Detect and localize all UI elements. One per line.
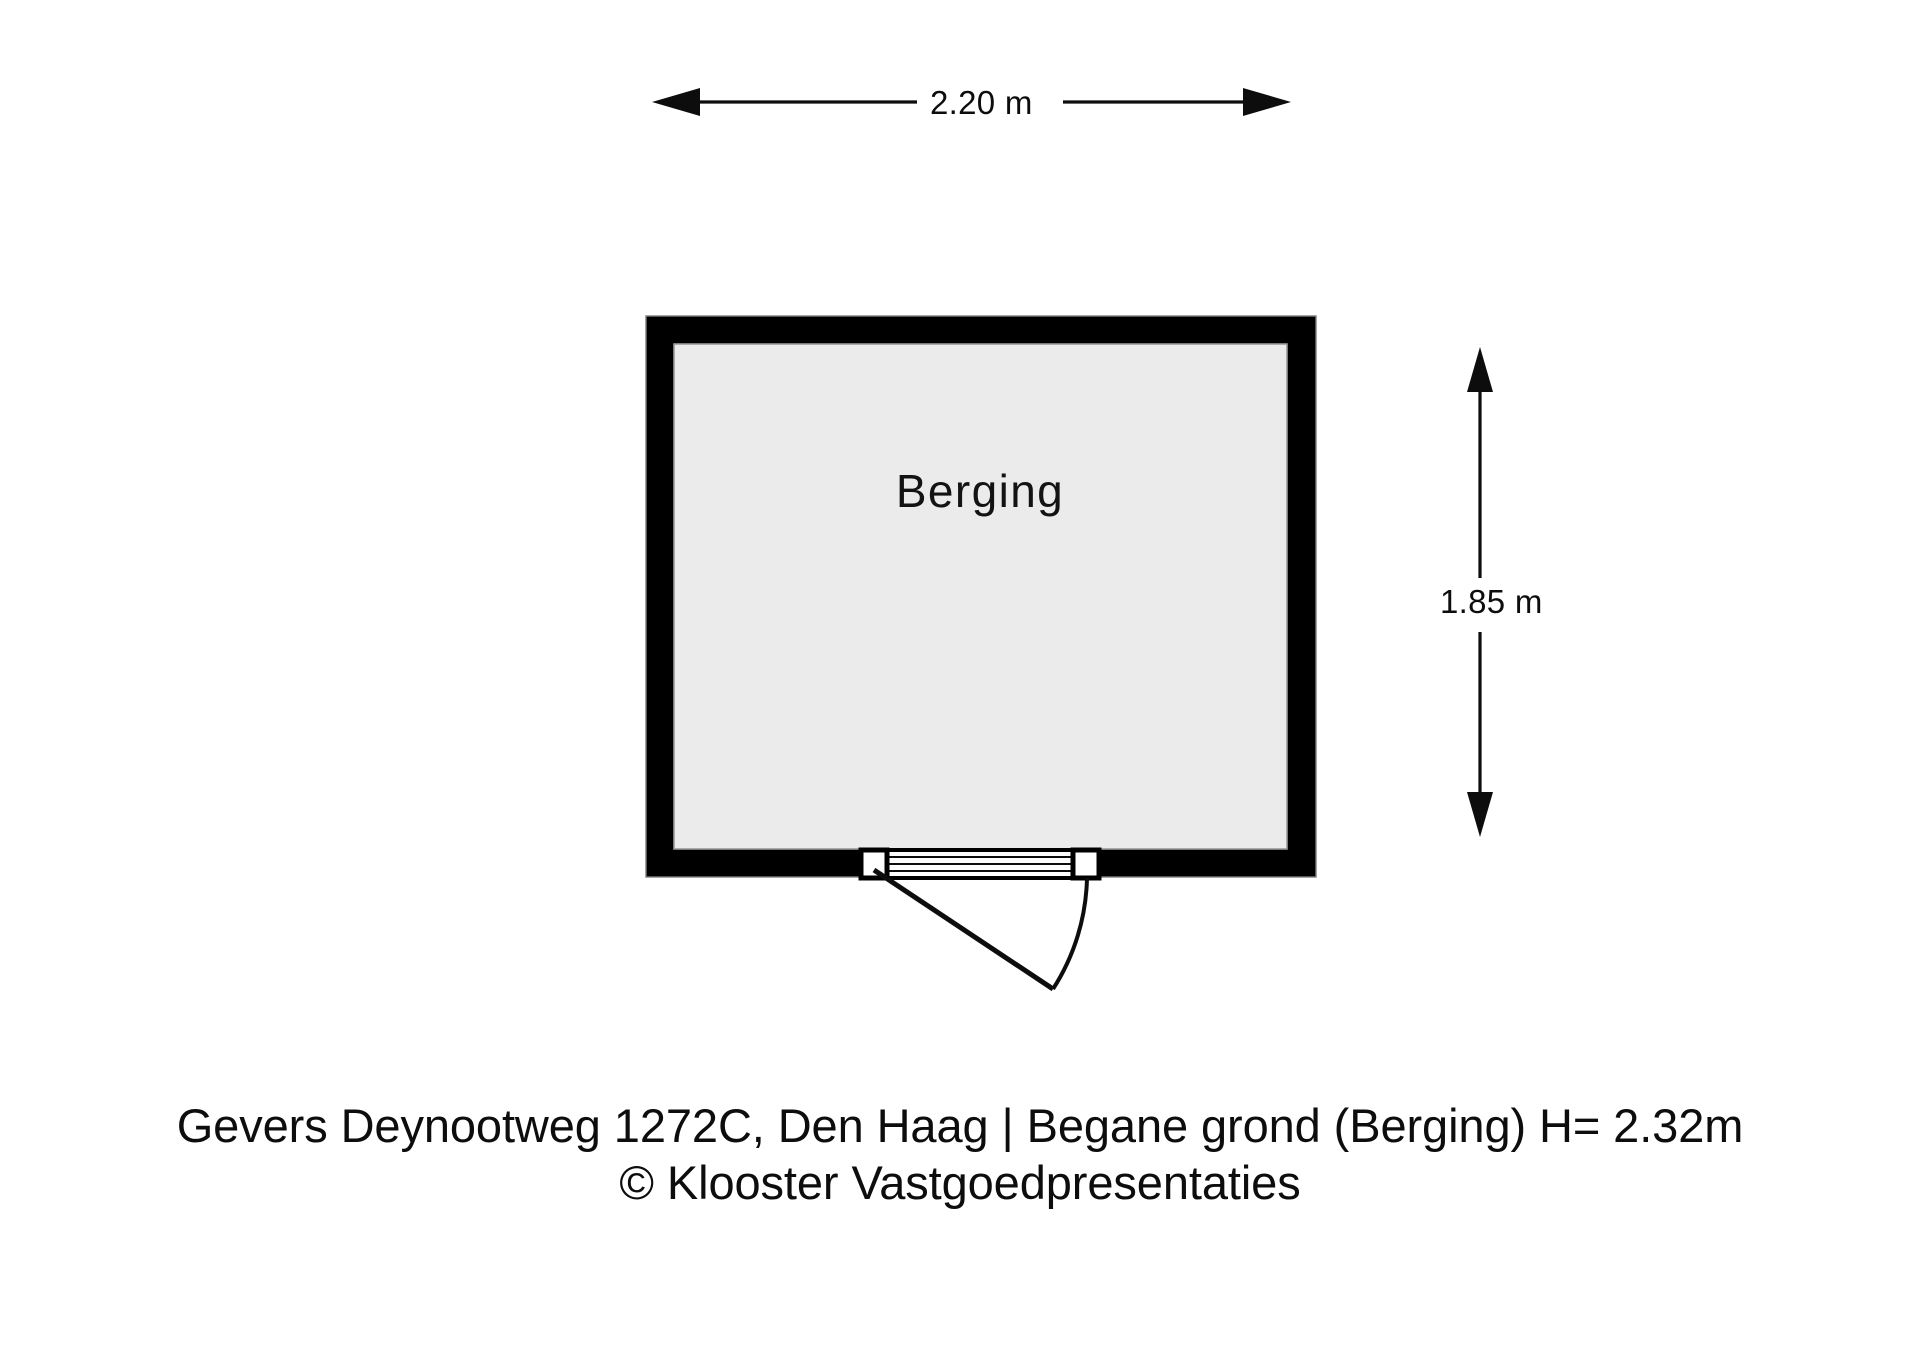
width-dimension-group: 2.20 m: [652, 84, 1291, 121]
caption-copyright-line: © Klooster Vastgoedpresentaties: [619, 1156, 1301, 1209]
room-label-berging: Berging: [896, 465, 1064, 517]
door-leaf: [872, 867, 1055, 992]
caption-title-line: Gevers Deynootweg 1272C, Den Haag | Bega…: [176, 1099, 1744, 1152]
door-swing-arc: [1051, 877, 1089, 991]
width-dimension-label: 2.20 m: [930, 84, 1033, 121]
door-jamb-right: [1070, 847, 1102, 881]
door-assembly: [858, 847, 1102, 992]
width-dimension-left-arrowhead: [652, 88, 700, 116]
height-dimension-group: 1.85 m: [1440, 347, 1543, 837]
room-floor: [673, 343, 1288, 850]
width-dimension-right-arrowhead: [1243, 88, 1291, 116]
height-dimension-bottom-arrowhead: [1467, 792, 1493, 837]
room-berging: Berging: [645, 315, 1317, 878]
caption-block: Gevers Deynootweg 1272C, Den Haag | Bega…: [0, 1098, 1920, 1212]
height-dimension-label: 1.85 m: [1440, 583, 1543, 620]
height-dimension-top-arrowhead: [1467, 347, 1493, 392]
